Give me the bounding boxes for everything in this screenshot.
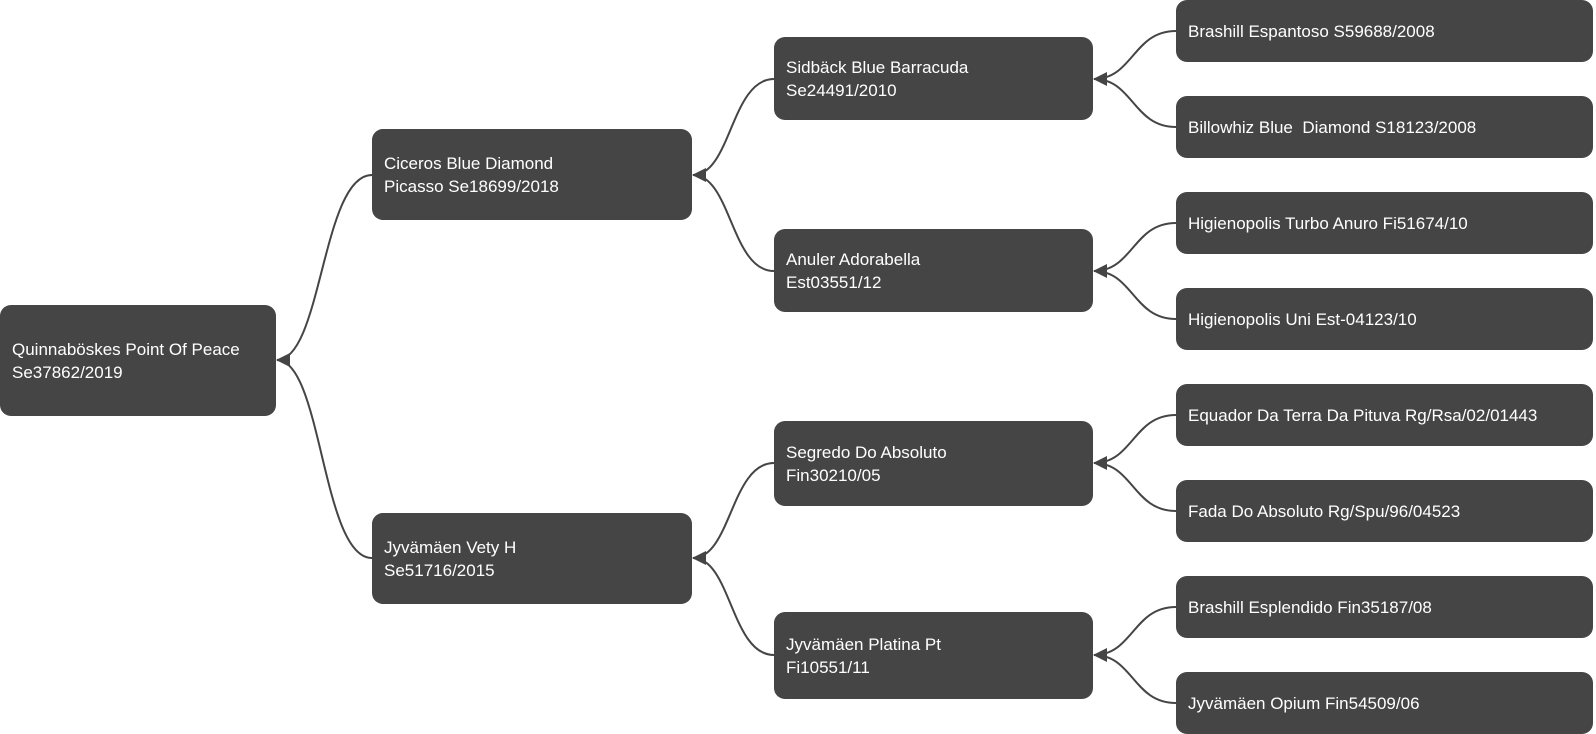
root-dog-node[interactable]: Quinnaböskes Point Of Peace Se37862/2019 [0, 305, 276, 416]
great-grandparent-node-5[interactable]: Equador Da Terra Da Pituva Rg/Rsa/02/014… [1176, 384, 1593, 446]
dam-sire-name: Segredo Do Absoluto [786, 442, 947, 462]
arrowhead-icon [276, 353, 290, 367]
great-grandparent-node-7[interactable]: Brashill Esplendido Fin35187/08 [1176, 576, 1593, 638]
connector-ggp-7 [1093, 606, 1177, 656]
arrowhead-icon [1093, 72, 1107, 86]
connector-ggp-5 [1093, 414, 1177, 464]
connector-ggp-1 [1093, 30, 1177, 80]
great-grandparent-label: Higienopolis Turbo Anuro Fi51674/10 [1188, 213, 1468, 233]
dam-dam-name: Jyvämäen Platina Pt [786, 634, 941, 654]
root-dog-name: Quinnaböskes Point Of Peace [12, 339, 240, 359]
dam-sire-node[interactable]: Segredo Do Absoluto Fin30210/05 [774, 421, 1093, 506]
connector-dam-sire [692, 462, 775, 559]
connector-sire-sire [692, 78, 775, 176]
sire-sire-name: Sidbäck Blue Barracuda [786, 57, 969, 77]
arrowhead-icon [1093, 456, 1107, 470]
great-grandparent-label: Brashill Esplendido Fin35187/08 [1188, 597, 1432, 617]
connector-ggp-3 [1093, 222, 1177, 272]
arrowhead-icon [692, 168, 706, 182]
arrowhead-icon [1093, 648, 1107, 662]
great-grandparent-node-4[interactable]: Higienopolis Uni Est-04123/10 [1176, 288, 1593, 350]
great-grandparent-node-8[interactable]: Jyvämäen Opium Fin54509/06 [1176, 672, 1593, 734]
dam-sire-reg: Fin30210/05 [786, 465, 881, 485]
great-grandparent-node-1[interactable]: Brashill Espantoso S59688/2008 [1176, 0, 1593, 62]
sire-name: Ciceros Blue Diamond [384, 153, 554, 173]
great-grandparent-label: Equador Da Terra Da Pituva Rg/Rsa/02/014… [1188, 405, 1538, 425]
dam-node[interactable]: Jyvämäen Vety H Se51716/2015 [372, 513, 692, 604]
sire-dam-name: Anuler Adorabella [786, 249, 921, 269]
dam-dam-reg: Fi10551/11 [786, 657, 870, 677]
root-dog-reg: Se37862/2019 [12, 362, 123, 382]
connector-root-sire [276, 174, 373, 361]
great-grandparent-label: Jyvämäen Opium Fin54509/06 [1188, 693, 1420, 713]
dam-reg: Se51716/2015 [384, 560, 495, 580]
sire-dam-node[interactable]: Anuler Adorabella Est03551/12 [774, 229, 1093, 312]
great-grandparent-label: Fada Do Absoluto Rg/Spu/96/04523 [1188, 501, 1461, 521]
connector-sire-dam [692, 174, 775, 272]
great-grandparent-label: Higienopolis Uni Est-04123/10 [1188, 309, 1417, 329]
dam-name: Jyvämäen Vety H [384, 537, 517, 557]
arrowhead-icon [692, 551, 706, 565]
connector-ggp-6 [1093, 462, 1177, 512]
connector-ggp-4 [1093, 270, 1177, 320]
great-grandparent-label: Brashill Espantoso S59688/2008 [1188, 21, 1435, 41]
great-grandparent-node-3[interactable]: Higienopolis Turbo Anuro Fi51674/10 [1176, 192, 1593, 254]
great-grandparent-node-2[interactable]: Billowhiz Blue Diamond S18123/2008 [1176, 96, 1593, 158]
connector-ggp-8 [1093, 654, 1177, 704]
dam-dam-node[interactable]: Jyvämäen Platina Pt Fi10551/11 [774, 612, 1093, 699]
sire-dam-reg: Est03551/12 [786, 272, 882, 292]
connector-dam-dam [692, 557, 775, 656]
sire-node[interactable]: Ciceros Blue Diamond Picasso Se18699/201… [372, 129, 692, 220]
great-grandparent-label: Billowhiz Blue Diamond S18123/2008 [1188, 117, 1477, 137]
arrowhead-icon [1093, 264, 1107, 278]
connector-ggp-2 [1093, 78, 1177, 128]
sire-sire-node[interactable]: Sidbäck Blue Barracuda Se24491/2010 [774, 37, 1093, 120]
great-grandparent-node-6[interactable]: Fada Do Absoluto Rg/Spu/96/04523 [1176, 480, 1593, 542]
connector-root-dam [276, 359, 373, 559]
sire-sire-reg: Se24491/2010 [786, 80, 897, 100]
sire-reg: Picasso Se18699/2018 [384, 176, 559, 196]
